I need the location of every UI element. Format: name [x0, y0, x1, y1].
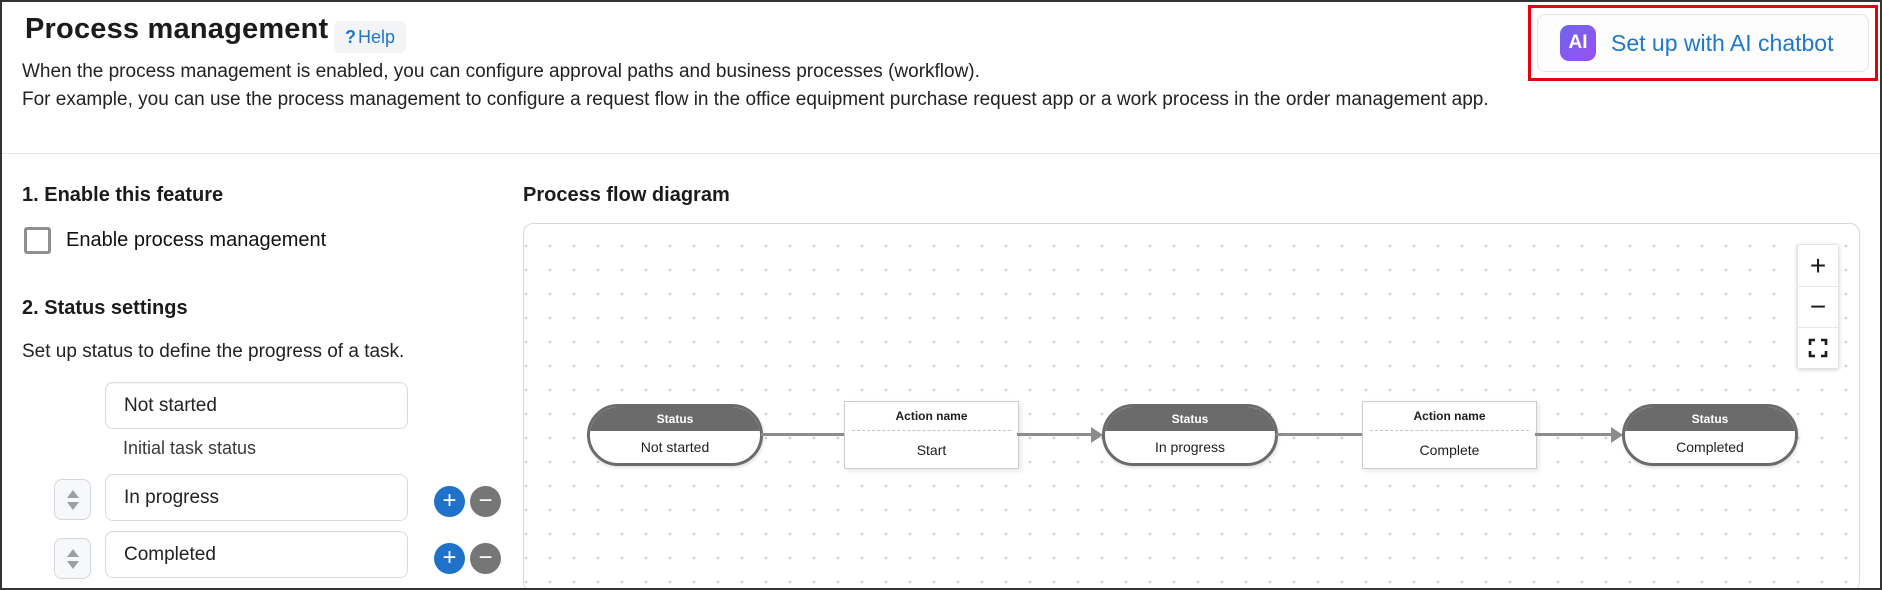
add-status-button[interactable]: + — [434, 486, 465, 517]
fit-to-screen-button[interactable] — [1798, 327, 1838, 368]
status-node-header: Status — [1625, 407, 1795, 431]
zoom-in-button[interactable]: + — [1798, 245, 1838, 286]
diagram-zoom-controls: + − — [1797, 244, 1839, 369]
add-status-button[interactable]: + — [434, 543, 465, 574]
action-node-label: Start — [916, 441, 947, 458]
reorder-handle[interactable] — [54, 479, 91, 520]
status-input-completed[interactable] — [105, 531, 408, 578]
connector-arrowhead-icon — [1611, 427, 1623, 443]
zoom-out-button[interactable]: − — [1798, 286, 1838, 327]
ai-icon: AI — [1560, 25, 1596, 61]
connector-line — [1535, 433, 1612, 436]
expand-icon — [1808, 338, 1828, 358]
header-divider — [2, 153, 1880, 154]
status-node-label: Completed — [1676, 439, 1744, 455]
annotation-highlight-box: AI Set up with AI chatbot — [1528, 5, 1878, 81]
action-node-separator — [1370, 430, 1529, 431]
description-line-1: When the process management is enabled, … — [22, 61, 980, 82]
status-node-label: Not started — [640, 439, 710, 455]
connector-arrowhead-icon — [1091, 427, 1103, 443]
move-up-icon — [66, 489, 79, 498]
question-icon: ? — [345, 26, 356, 47]
action-node-start[interactable]: Action name Start — [844, 401, 1019, 469]
setup-with-ai-chatbot-button[interactable]: AI Set up with AI chatbot — [1537, 14, 1869, 72]
status-input-not-started[interactable] — [105, 382, 408, 429]
status-settings-heading: 2. Status settings — [22, 297, 188, 319]
enable-process-management-option[interactable]: Enable process management — [24, 227, 326, 254]
status-input-in-progress[interactable] — [105, 474, 408, 521]
remove-status-button[interactable]: − — [470, 486, 501, 517]
action-node-complete[interactable]: Action name Complete — [1362, 401, 1537, 469]
reorder-handle[interactable] — [54, 538, 91, 579]
zoom-out-icon: − — [1809, 291, 1827, 322]
help-link-label: Help — [358, 26, 396, 47]
connector-line — [761, 433, 846, 436]
move-down-icon — [66, 501, 79, 510]
description-line-2: For example, you can use the process man… — [22, 89, 1489, 110]
enable-checkbox[interactable] — [24, 227, 51, 254]
page-title: Process management — [25, 13, 329, 45]
enable-feature-heading: 1. Enable this feature — [22, 184, 224, 206]
action-node-header: Action name — [895, 409, 968, 423]
move-down-icon — [66, 560, 79, 569]
connector-line — [1276, 433, 1364, 436]
initial-task-status-note: Initial task status — [123, 438, 257, 458]
status-node-completed[interactable]: Status Completed — [1622, 404, 1798, 466]
action-node-separator — [852, 430, 1011, 431]
status-node-label: In progress — [1154, 439, 1226, 455]
enable-checkbox-label: Enable process management — [66, 229, 327, 251]
action-node-label: Complete — [1419, 441, 1480, 458]
remove-status-button[interactable]: − — [470, 543, 501, 574]
status-node-in-progress[interactable]: Status In progress — [1102, 404, 1278, 466]
connector-line — [1017, 433, 1092, 436]
ai-button-label: Set up with AI chatbot — [1611, 29, 1834, 56]
process-flow-diagram-heading: Process flow diagram — [523, 184, 730, 206]
status-settings-subtext: Set up status to define the progress of … — [22, 341, 405, 362]
action-node-header: Action name — [1413, 409, 1486, 423]
status-node-header: Status — [590, 407, 760, 431]
move-up-icon — [66, 548, 79, 557]
help-link[interactable]: ? Help — [334, 21, 407, 53]
zoom-in-icon: + — [1809, 249, 1827, 281]
status-node-header: Status — [1105, 407, 1275, 431]
status-node-not-started[interactable]: Status Not started — [587, 404, 763, 466]
